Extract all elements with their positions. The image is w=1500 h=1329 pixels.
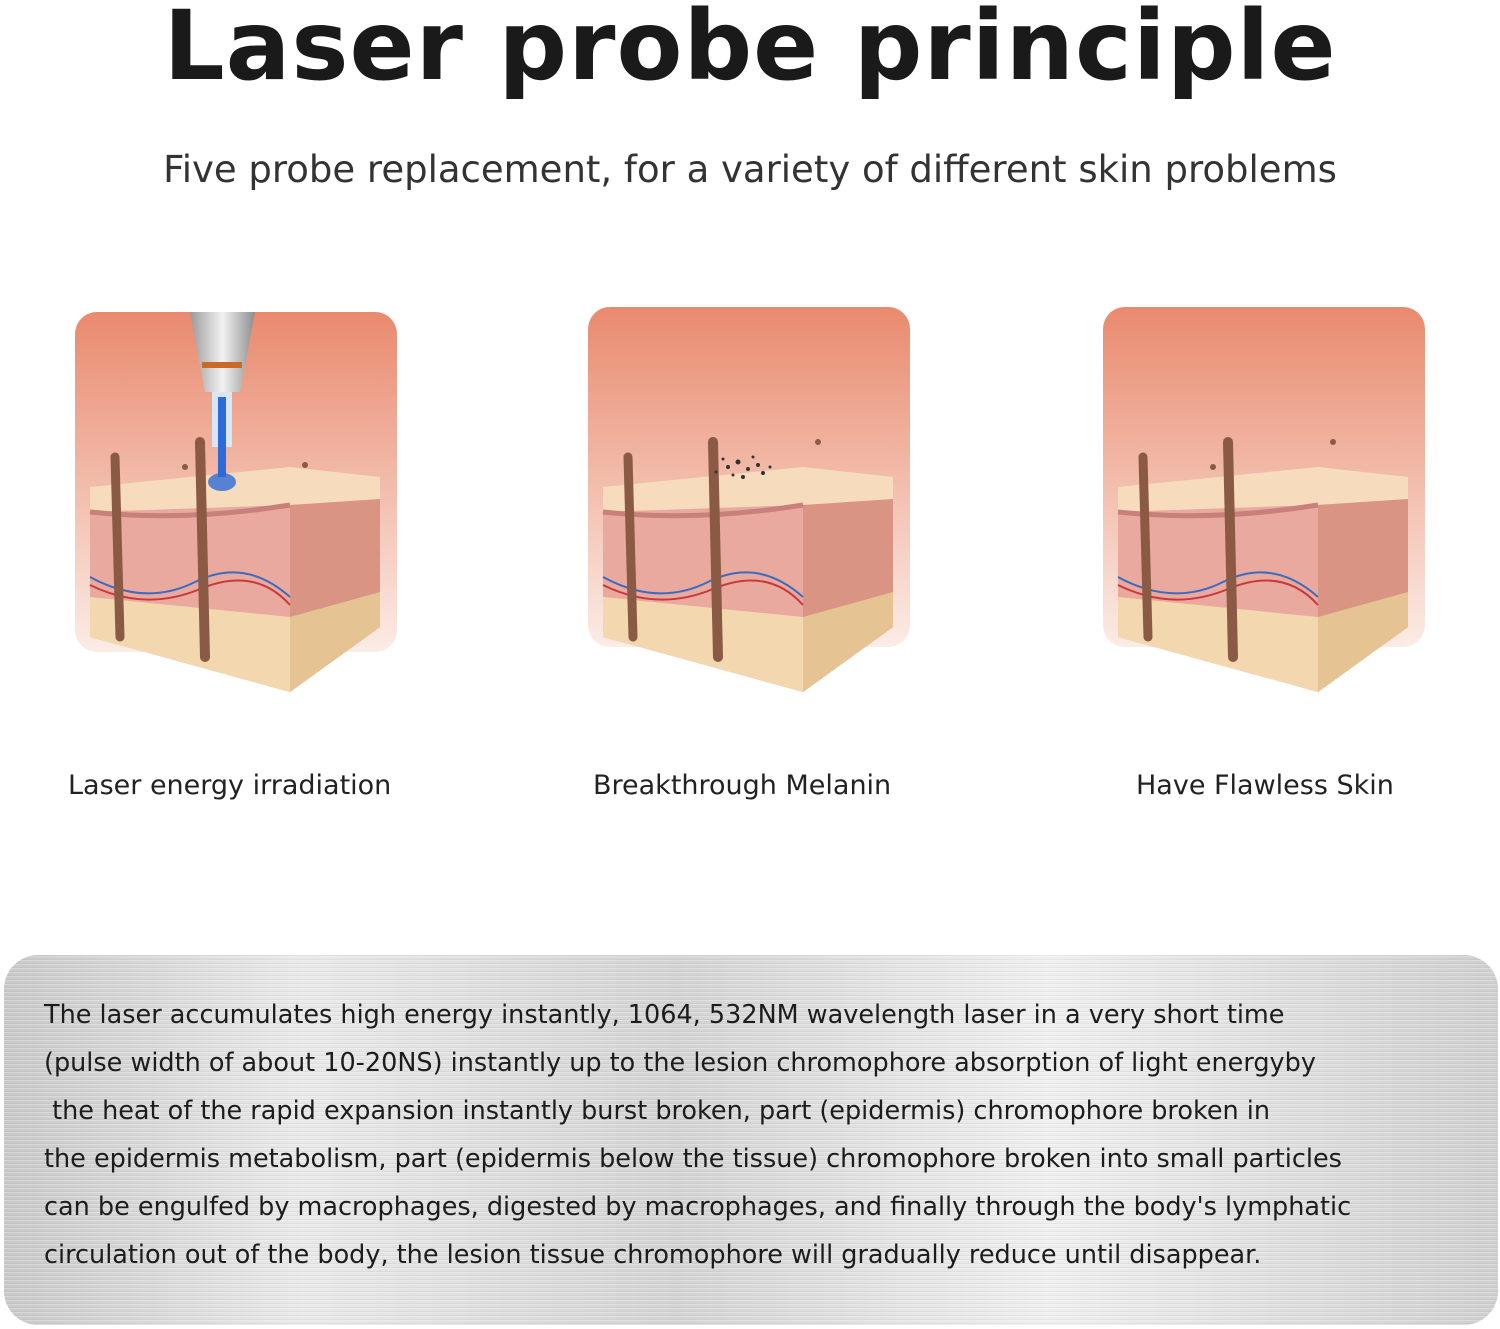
skin-panel-flawless-skin (1103, 307, 1425, 694)
description-text: The laser accumulates high energy instan… (44, 1000, 1352, 1270)
panel-caption-breakthrough-melanin: Breakthrough Melanin (593, 770, 892, 801)
panel-caption-flawless-skin: Have Flawless Skin (1136, 770, 1394, 801)
skin-cross-section-clear-icon (1103, 307, 1425, 692)
skin-cross-section-with-laser-probe-icon (75, 312, 397, 692)
page-subtitle: Five probe replacement, for a variety of… (163, 148, 1337, 191)
skin-panel-laser-irradiation (75, 307, 397, 694)
description-panel: The laser accumulates high energy instan… (4, 955, 1498, 1325)
skin-panel-breakthrough-melanin (588, 307, 910, 694)
skin-cross-section-melanin-burst-icon (588, 307, 910, 692)
brushed-metal-texture (4, 955, 1498, 1325)
page-title: Laser probe principle (163, 0, 1337, 102)
panel-caption-laser-irradiation: Laser energy irradiation (68, 770, 392, 801)
